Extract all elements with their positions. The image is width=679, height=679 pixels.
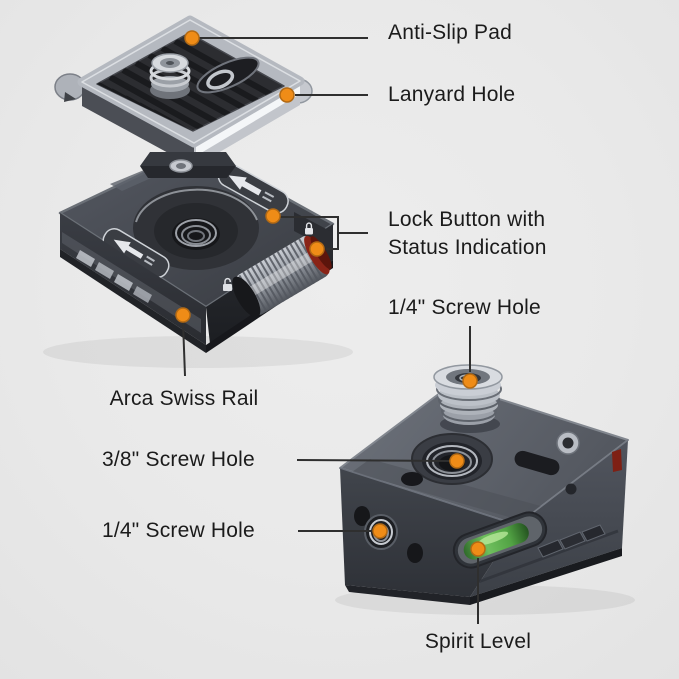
marker-arca-swiss-rail [175,307,191,323]
side-pin-hole [565,483,577,495]
arrow-slot [102,228,170,278]
lanyard-notch-left [64,92,76,102]
clamp-base [58,146,335,353]
side-hole [407,543,423,563]
arca-steps [537,524,606,558]
status-red-edge [612,449,622,472]
label-lock-button-line1: Lock Button with [388,208,546,231]
label-arca-swiss-rail: Arca Swiss Rail [109,387,259,410]
knob-end-cap [232,276,261,318]
leader-three-eighths-screw [296,459,451,462]
top-channel [352,459,548,523]
camera-screw [149,53,191,99]
marker-status-indicator [309,241,325,257]
callout-markers [175,30,486,557]
plate-left-edge [82,82,194,167]
rail-steps [76,250,152,303]
bottom-lip [470,548,622,605]
top-slot [514,450,560,476]
quick-release-plate [54,15,313,178]
leader-lock-button-bracket [280,216,368,250]
leader-arca-swiss-rail [182,321,186,377]
edge-highlight [339,467,518,526]
arrow-slot [217,163,289,214]
label-spirit-level: Spirit Level [424,630,532,653]
label-anti-slip-pad: Anti-Slip Pad [388,21,512,44]
marker-three-eighths-screw [449,453,465,469]
plate-foot [140,152,236,178]
marker-quarter-screw-top [462,373,478,389]
plate-frame-highlight [81,19,301,144]
marker-lock-button [265,208,281,224]
edge-highlight [516,439,629,526]
shadow [43,336,353,368]
label-quarter-screw-top: 1/4" Screw Hole [388,296,541,319]
lock-knob [232,235,332,318]
alignment-hole [401,472,423,486]
side-hole [354,506,370,526]
rail-groove [477,529,619,584]
d-ring-slot [196,56,260,94]
label-lanyard-hole: Lanyard Hole [388,83,516,106]
marker-anti-slip-pad [184,30,200,46]
label-quarter-screw-side: 1/4" Screw Hole [102,519,255,542]
label-lock-button-line2: Status Indication [388,236,547,259]
base-bottom-lip [60,249,206,353]
lock-open-icon [223,277,232,291]
torx-screw [556,431,580,455]
marker-lanyard-hole [279,87,295,103]
base-screw-recess [133,186,259,270]
lock-closed-icon [305,222,313,235]
marker-spirit-level [470,541,486,557]
assembled-view-render [335,364,635,615]
leader-lines [182,37,479,624]
foot-screw-center [176,163,186,169]
bottom-lip [345,585,470,605]
label-three-eighths-screw: 3/8" Screw Hole [102,448,255,471]
label-lock-button: Lock Button with Status Indication [388,206,547,262]
body-right-face [470,440,628,597]
marker-quarter-screw-side [372,523,388,539]
exploded-view-render [43,15,353,368]
